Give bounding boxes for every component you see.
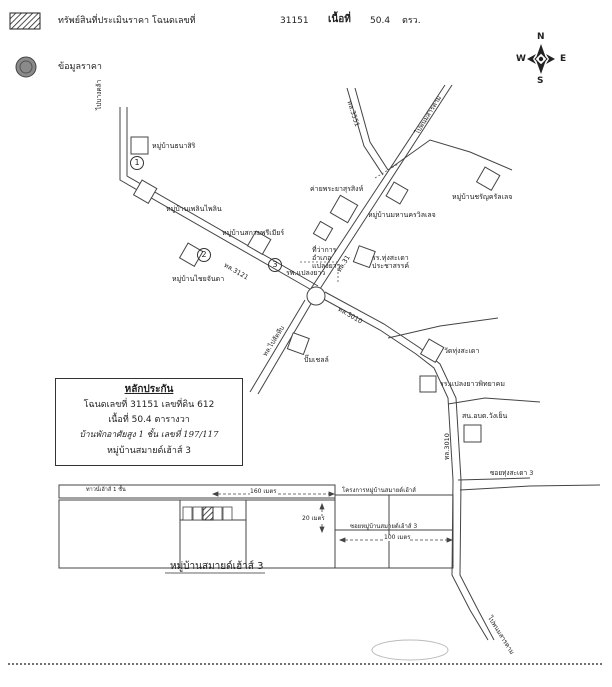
road-3551: [346, 87, 384, 176]
place-village-charoen: หมู่บ้านชรัญครัลเลจ: [452, 193, 513, 201]
road-phanom-sarakham-north: [307, 84, 446, 294]
place-district-office: ที่ว่าการ อำเภอแปลงยาว: [312, 246, 341, 271]
compass-s: S: [537, 76, 544, 86]
compass-n: N: [537, 32, 545, 42]
detail-dist-20: 20 เมตร: [302, 515, 325, 522]
detail-village-caption: หมู่บ้านสมายด์เฮ้าส์ 3: [170, 561, 264, 572]
collateral-area-line: เนื้อที่ 50.4 ตารางวา: [108, 415, 190, 425]
road-bangkla: [119, 107, 316, 293]
place-hospital: รพ.แปลงยาว: [286, 269, 326, 277]
marker-1: 1: [130, 156, 144, 170]
place-temple: วัดทุ่งสะเดา: [444, 347, 480, 355]
area-value: 50.4: [370, 16, 391, 26]
detail-dist-160: 160 เมตร: [250, 488, 277, 495]
marker-3: 3: [268, 258, 282, 272]
place-village-chaichan: หมู่บ้านไชยจันดา: [172, 275, 225, 283]
place-village-pleanpilin: หมู่บ้านเพลินไพลิน: [166, 205, 222, 213]
road-label-3010-vertical: ทล.3010: [443, 433, 451, 460]
deed-number: 31151: [280, 16, 309, 26]
collateral-village-line: หมู่บ้านสมายด์เฮ้าส์ 3: [106, 446, 192, 456]
place-shell-station: ปั๊มเชลล์: [304, 356, 329, 364]
collateral-building-line: บ้านพักอาศัยสูง 1 ชั้น เลขที่ 197/117: [79, 430, 219, 440]
collateral-info-box: หลักประกัน โฉนดเลขที่ 31151 เลขที่ดิน 61…: [55, 378, 243, 466]
faint-stamp: [371, 639, 449, 661]
place-village-thanasiri: หมู่บ้านธนาสิริ: [152, 142, 196, 150]
legend-comparable-swatch: [15, 56, 37, 78]
roundabout: [306, 286, 326, 306]
place-office-wangyen: สน.อบต.วังเย็น: [462, 412, 508, 420]
road-3010: [317, 295, 489, 641]
legend-comparable-label: ข้อมูลราคา: [58, 62, 102, 72]
collateral-title: หลักประกัน: [124, 384, 174, 395]
road-label-soi-3: ซอยทุ่งสะเดา 3: [490, 469, 534, 477]
compass-w: W: [516, 54, 526, 64]
compass-rose-icon: [527, 44, 555, 74]
detail-project-label: โครงการหมู่บ้านสมายด์เฮ้าส์: [342, 487, 416, 494]
road-label-bangkla: ไปบางคล้า: [95, 79, 103, 110]
detail-dist-100: 100 เมตร: [384, 534, 411, 541]
place-school-thungsadao: รร.ทุ่งสะเดา ประชาสรรค์: [372, 254, 410, 271]
place-camp: ค่ายพระยาสุรสิงห์: [310, 185, 364, 193]
compass-e: E: [560, 54, 567, 64]
place-village-mahanakhon: หมู่บ้านมหานครวิลเลจ: [368, 211, 436, 219]
place-school-plaengyao: รร.แปลงยาวพิทยาคม: [440, 380, 505, 388]
place-village-sky-premier: หมู่บ้านสกายพรีเมียร์: [222, 229, 285, 237]
area-label: เนื้อที่: [328, 14, 351, 25]
detail-townhouse-label: ทาวน์เฮ้าส์ 1 ชั้น: [86, 487, 126, 493]
legend-property-swatch: [9, 12, 41, 30]
area-unit: ตรว.: [402, 16, 421, 26]
marker-2: 2: [197, 248, 211, 262]
collateral-deed-line: โฉนดเลขที่ 31151 เลขที่ดิน 612: [83, 400, 215, 410]
detail-soi-label: ซอยหมู่บ้านสมายด์เฮ้าส์ 3: [350, 523, 418, 530]
road-sattahip: [249, 299, 306, 393]
subject-property-hatched: [202, 506, 214, 521]
legend-property-label: ทรัพย์สินที่ประเมินราคา โฉนดเลขที่: [58, 16, 196, 26]
